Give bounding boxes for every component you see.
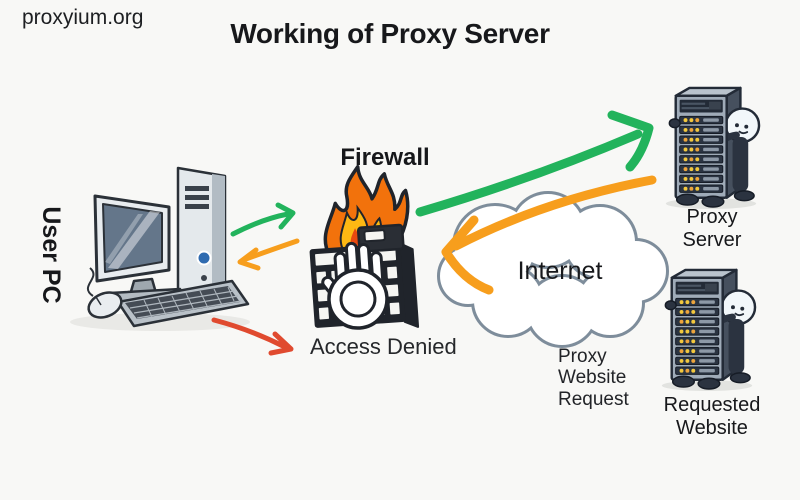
firewall-icon — [309, 164, 420, 330]
proxy-server-icon — [666, 88, 759, 209]
arrow-firewall-to-proxy — [415, 110, 654, 217]
requested-website-icon — [662, 270, 755, 391]
site-link[interactable]: proxyium.org — [22, 6, 144, 29]
requested-website-label: Requested Website — [663, 394, 761, 439]
arrow-firewall-to-pc — [237, 238, 300, 271]
arrow-pc-blocked — [211, 317, 294, 356]
user-pc-label: User PC — [37, 206, 65, 304]
arrow-proxy-to-firewall — [441, 175, 657, 295]
firewall-label: Firewall — [340, 144, 430, 171]
arrow-pc-to-firewall — [230, 202, 296, 237]
user-pc-icon — [70, 166, 250, 331]
internet-label: Internet — [517, 257, 603, 285]
page-title: Working of Proxy Server — [230, 18, 550, 49]
proxy-website-request-label: Proxy Website Request — [558, 346, 629, 410]
proxy-server-label: Proxy Server — [682, 206, 742, 251]
access-denied-label: Access Denied — [310, 334, 457, 359]
